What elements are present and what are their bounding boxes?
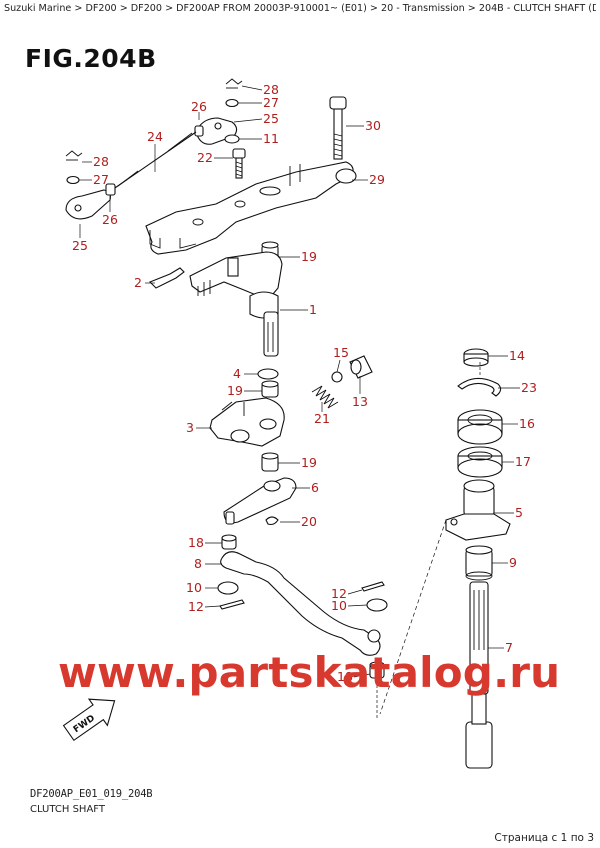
part-link-rod-8 (220, 551, 381, 656)
callout-1: 1 (309, 302, 317, 317)
part-bolt-22 (232, 148, 246, 179)
part-seal-17 (457, 446, 503, 478)
part-nut-26-left (105, 183, 116, 196)
part-clutch-shaft-7 (465, 581, 493, 769)
part-bearing-16 (457, 409, 503, 445)
callout-10: 10 (331, 598, 347, 613)
part-rod-24 (111, 131, 197, 191)
part-washer-11 (224, 134, 240, 144)
diagram-code: DF200AP_E01_019_204B (30, 788, 153, 800)
part-washer-10-a (217, 581, 239, 595)
callout-27: 27 (263, 95, 279, 110)
part-spring-21 (311, 385, 339, 409)
diagram-caption: CLUTCH SHAFT (30, 804, 105, 815)
callout-13: 13 (352, 394, 368, 409)
callout-5: 5 (515, 505, 523, 520)
callout-14: 14 (509, 348, 525, 363)
callout-22: 22 (197, 150, 213, 165)
callout-9: 9 (509, 555, 517, 570)
callout-18: 18 (337, 669, 353, 684)
callout-10: 10 (186, 580, 202, 595)
part-clip-28-top (225, 78, 243, 89)
callout-19: 19 (301, 455, 317, 470)
page-indicator: Страница с 1 по 3 (494, 832, 594, 844)
part-plug-14 (463, 348, 489, 367)
part-circlip-23 (457, 377, 502, 397)
callout-21: 21 (314, 411, 330, 426)
callout-17: 17 (515, 454, 531, 469)
part-washer-10-b (366, 598, 388, 612)
callout-23: 23 (521, 380, 537, 395)
part-cap-13 (349, 355, 373, 379)
figure-title: FIG.204B (25, 44, 157, 73)
callout-26: 26 (191, 99, 207, 114)
callout-25: 25 (263, 111, 279, 126)
callout-24: 24 (147, 129, 163, 144)
part-bushing-18-b (369, 661, 385, 718)
part-nut-26-top (194, 125, 204, 137)
callout-27: 27 (93, 172, 109, 187)
callout-6: 6 (311, 480, 319, 495)
part-clip-28-left (65, 150, 83, 161)
part-washer-4 (257, 368, 279, 380)
callout-12: 12 (331, 586, 347, 601)
callout-30: 30 (365, 118, 381, 133)
part-clip-20 (265, 516, 279, 526)
callout-20: 20 (301, 514, 317, 529)
callout-15: 15 (333, 345, 349, 360)
callout-7: 7 (505, 640, 513, 655)
part-housing-3 (209, 397, 285, 447)
watermark: www.partskatalog.ru (58, 648, 561, 697)
part-bolt-30 (329, 96, 347, 160)
callout-11: 11 (263, 131, 279, 146)
callout-19: 19 (301, 249, 317, 264)
part-bushing-18-a (221, 534, 237, 550)
callout-2: 2 (134, 275, 142, 290)
callout-8: 8 (194, 556, 202, 571)
callout-28: 28 (263, 82, 279, 97)
part-sleeve-9 (465, 545, 493, 581)
callout-26: 26 (102, 212, 118, 227)
callout-4: 4 (233, 366, 241, 381)
callout-12: 12 (188, 599, 204, 614)
callout-19: 19 (227, 383, 243, 398)
part-pin-12-b (361, 581, 385, 592)
part-washer-27-left (66, 175, 80, 185)
part-pin-12-a (219, 599, 245, 610)
callout-25: 25 (72, 238, 88, 253)
callout-29: 29 (369, 172, 385, 187)
callout-18: 18 (188, 535, 204, 550)
part-bushing-19-b (261, 380, 279, 398)
part-lever-1 (189, 251, 283, 357)
part-ball-15 (331, 371, 343, 383)
part-arm-6 (223, 477, 297, 525)
callout-3: 3 (186, 420, 194, 435)
part-clip-2 (149, 267, 185, 289)
part-washer-27-top (225, 98, 239, 108)
part-bracket-29 (145, 161, 357, 255)
callout-16: 16 (519, 416, 535, 431)
part-shift-cam-5 (445, 479, 511, 541)
part-bushing-19-c (261, 452, 279, 472)
breadcrumb: Suzuki Marine > DF200 > DF200 > DF200AP … (4, 3, 596, 14)
callout-28: 28 (93, 154, 109, 169)
